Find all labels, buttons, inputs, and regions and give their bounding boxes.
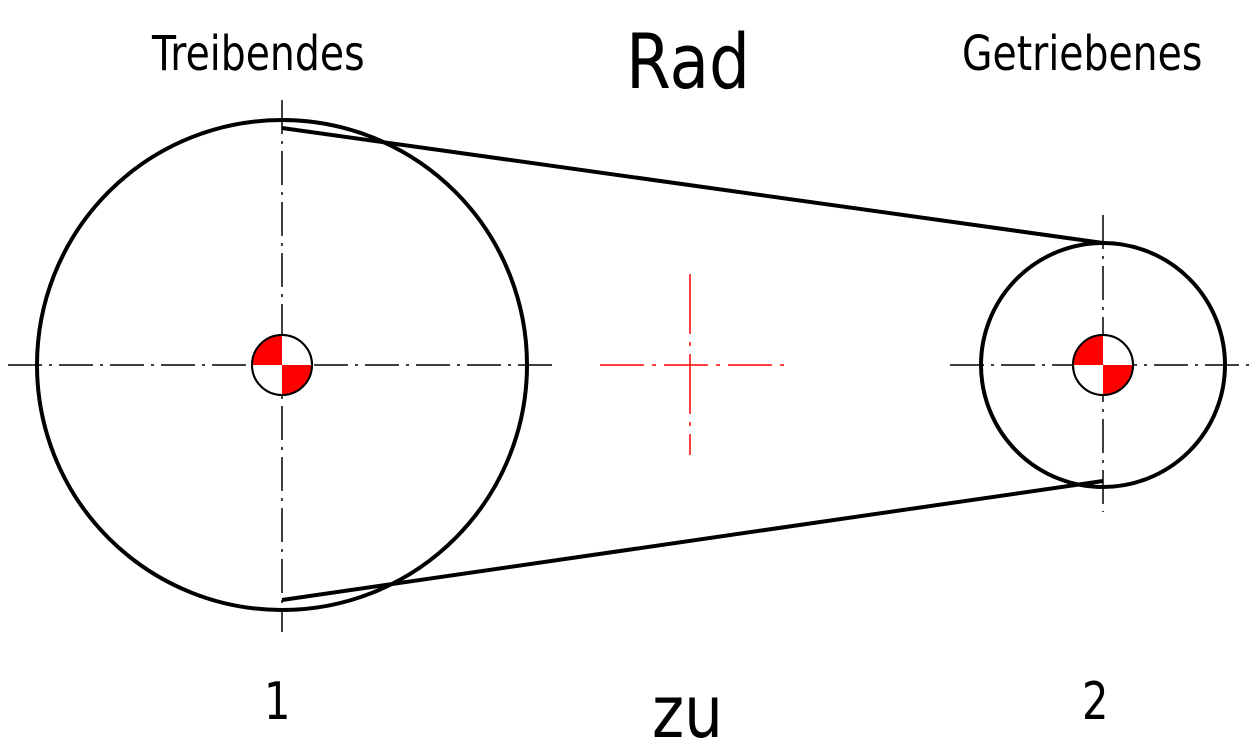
center-mark-left [251,334,313,396]
wheel-label: Rad [626,17,751,106]
ratio-word: zu [652,670,723,754]
driving-wheel-label: Treibendes [152,26,365,82]
ratio-right-number: 2 [1082,672,1109,732]
center-mark-right [1072,334,1134,396]
belt-lower [281,479,1104,602]
driving-wheel [35,118,529,612]
belt-upper [281,126,1104,245]
center-cross [600,274,785,455]
ratio-left-number: 1 [264,672,291,732]
driven-wheel-label: Getriebenes [962,26,1203,82]
center-lines [8,100,1256,632]
